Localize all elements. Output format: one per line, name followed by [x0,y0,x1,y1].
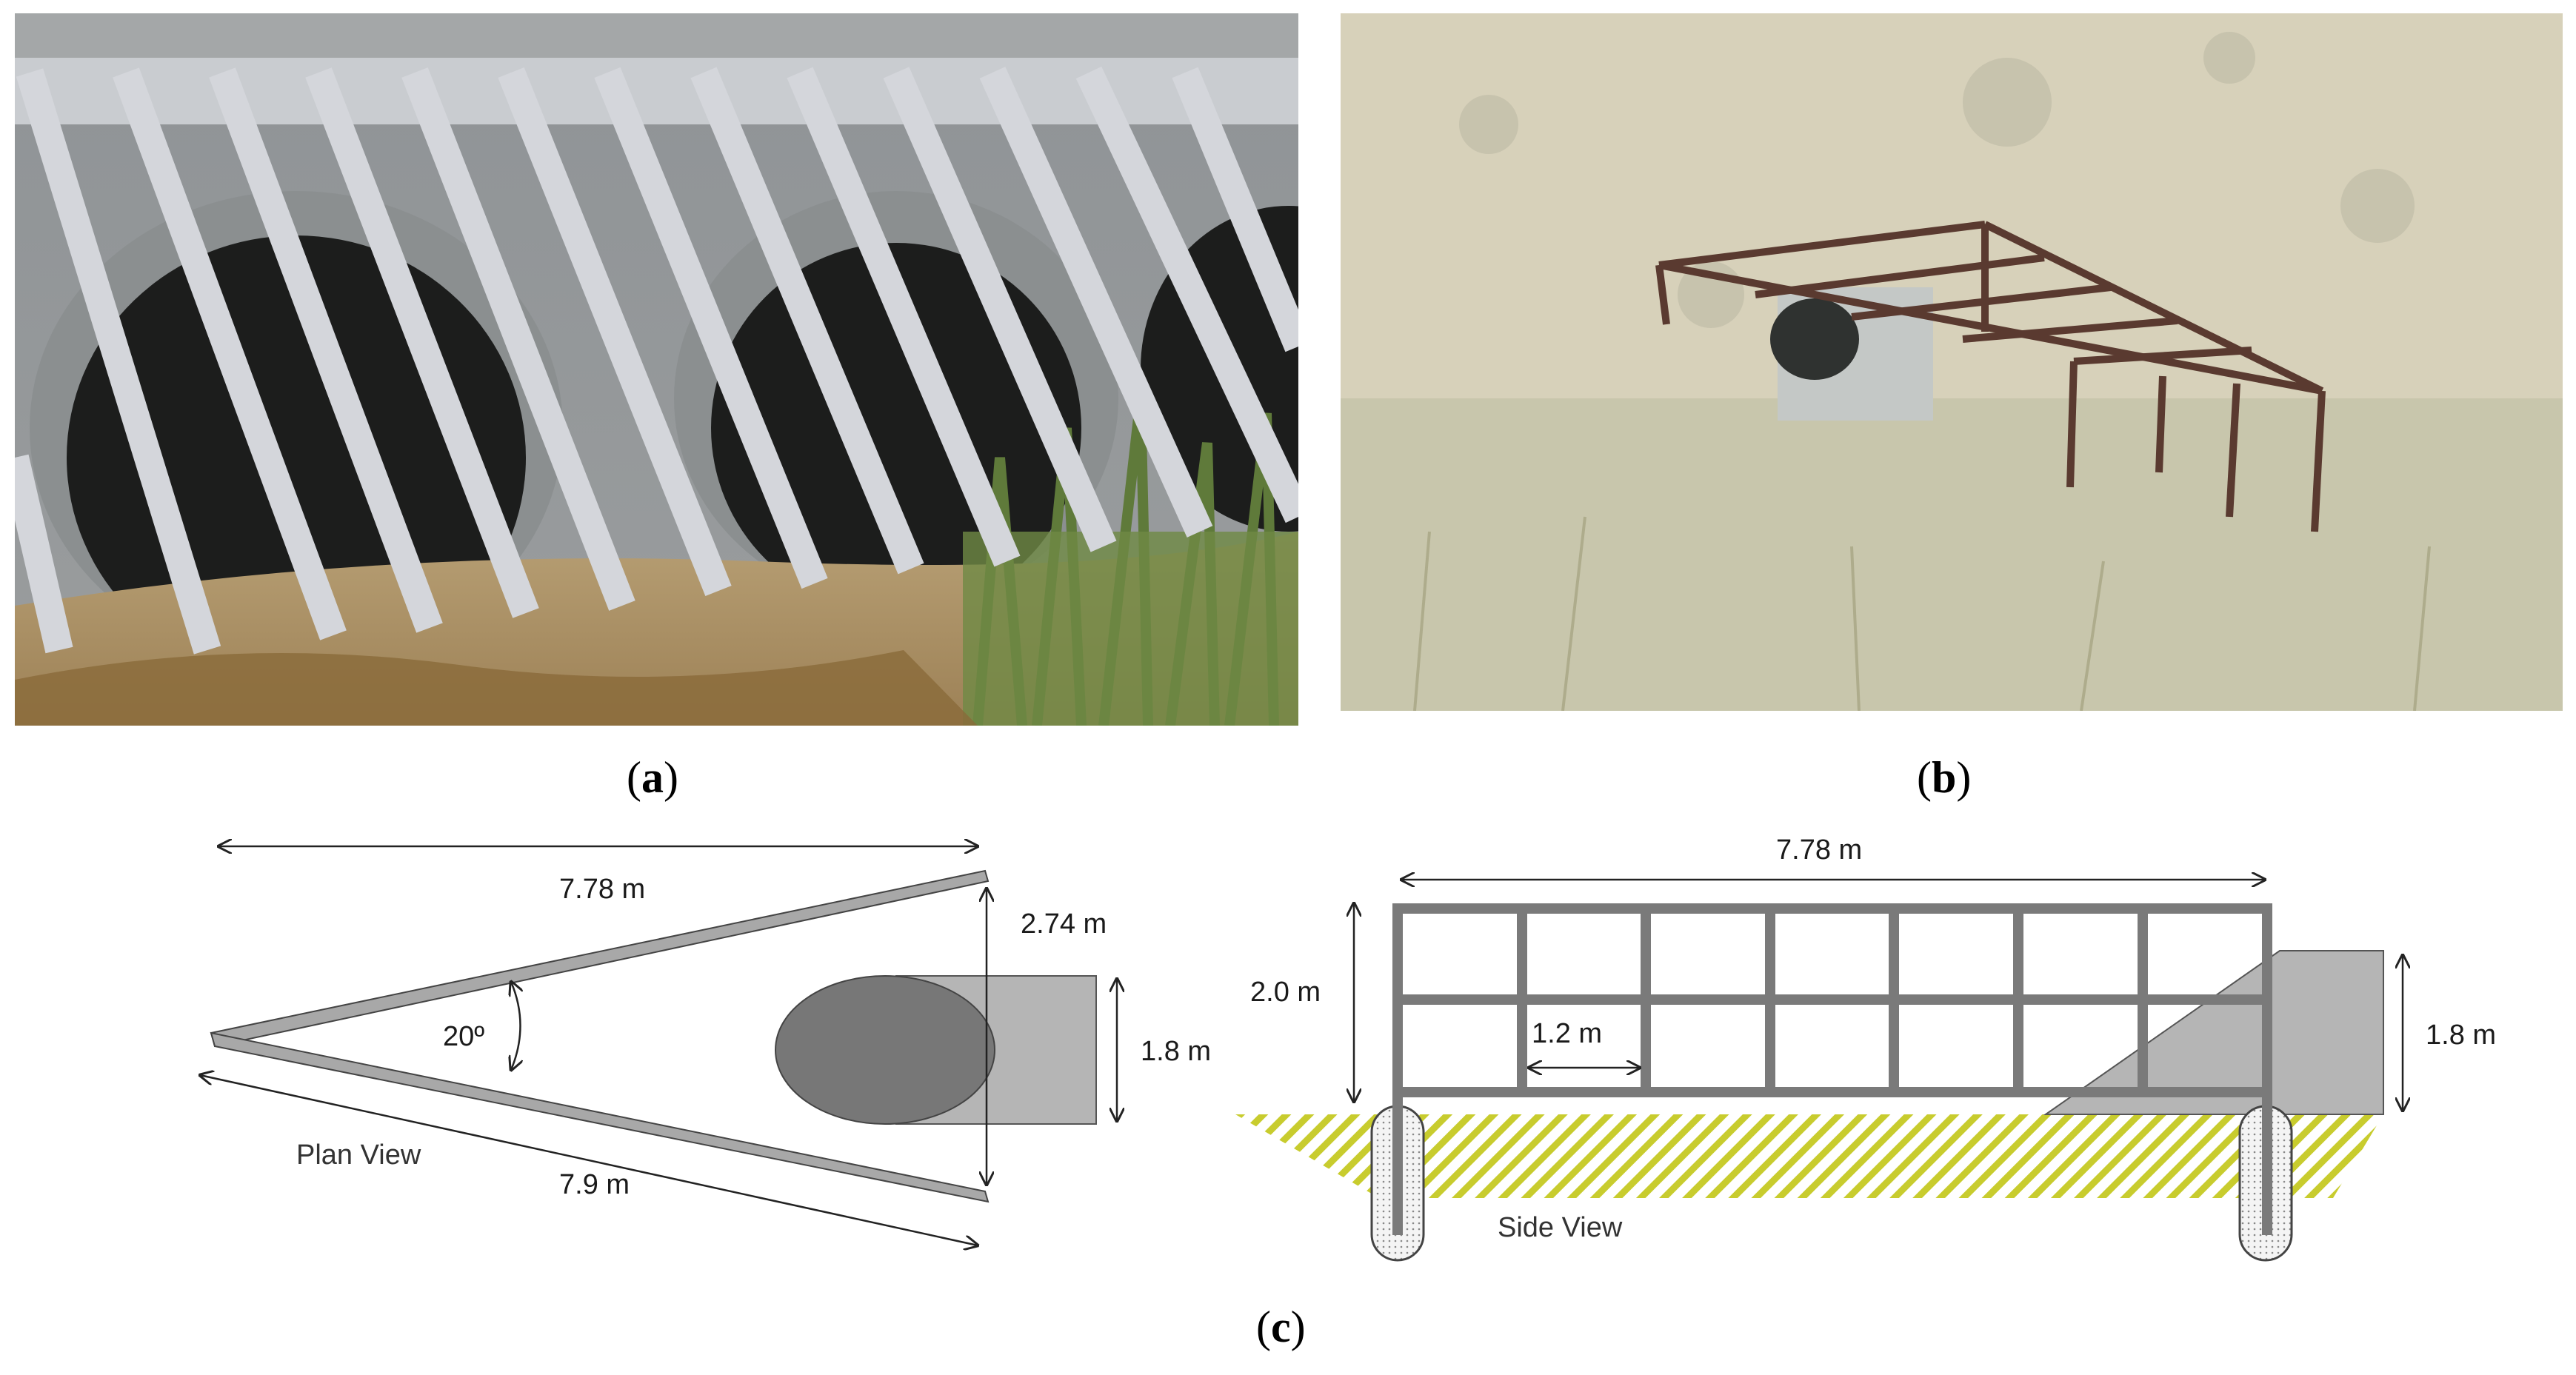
plan-view: 7.78 m 7.9 m 2.74 m 1.8 m 20º Plan View [200,846,1211,1245]
plan-opening-width: 2.74 m [1021,909,1107,940]
side-culvert-height: 1.8 m [2426,1020,2496,1051]
side-ground-hatch [1235,1114,2383,1198]
photo-culvert-debris-rack [15,13,1298,726]
caption-a: (a) [627,753,678,802]
plan-angle: 20º [443,1021,484,1052]
plan-view-label: Plan View [296,1140,421,1171]
side-view: 7.78 m 2.0 m 1.2 m 1.8 m Side View [1235,834,2496,1262]
plan-top-length: 7.78 m [559,874,645,905]
side-view-label: Side View [1498,1212,1623,1243]
side-length: 7.78 m [1776,834,1862,866]
plan-angle-arc [511,982,521,1070]
plan-culvert-height: 1.8 m [1141,1036,1211,1067]
plan-bottom-length: 7.9 m [559,1169,630,1200]
photo-hillside-frame [1341,13,2563,711]
caption-c: (c) [1256,1302,1306,1351]
plan-culvert-opening [775,975,995,1125]
plan-dim-bottom-arrow [200,1075,978,1245]
side-frame [1392,903,2272,1235]
caption-b: (b) [1917,753,1972,802]
side-grid-spacing: 1.2 m [1532,1018,1602,1049]
diagram-plan-side-views: 7.78 m 7.9 m 2.74 m 1.8 m 20º Plan View [0,834,2496,1262]
side-height: 2.0 m [1250,977,1321,1008]
